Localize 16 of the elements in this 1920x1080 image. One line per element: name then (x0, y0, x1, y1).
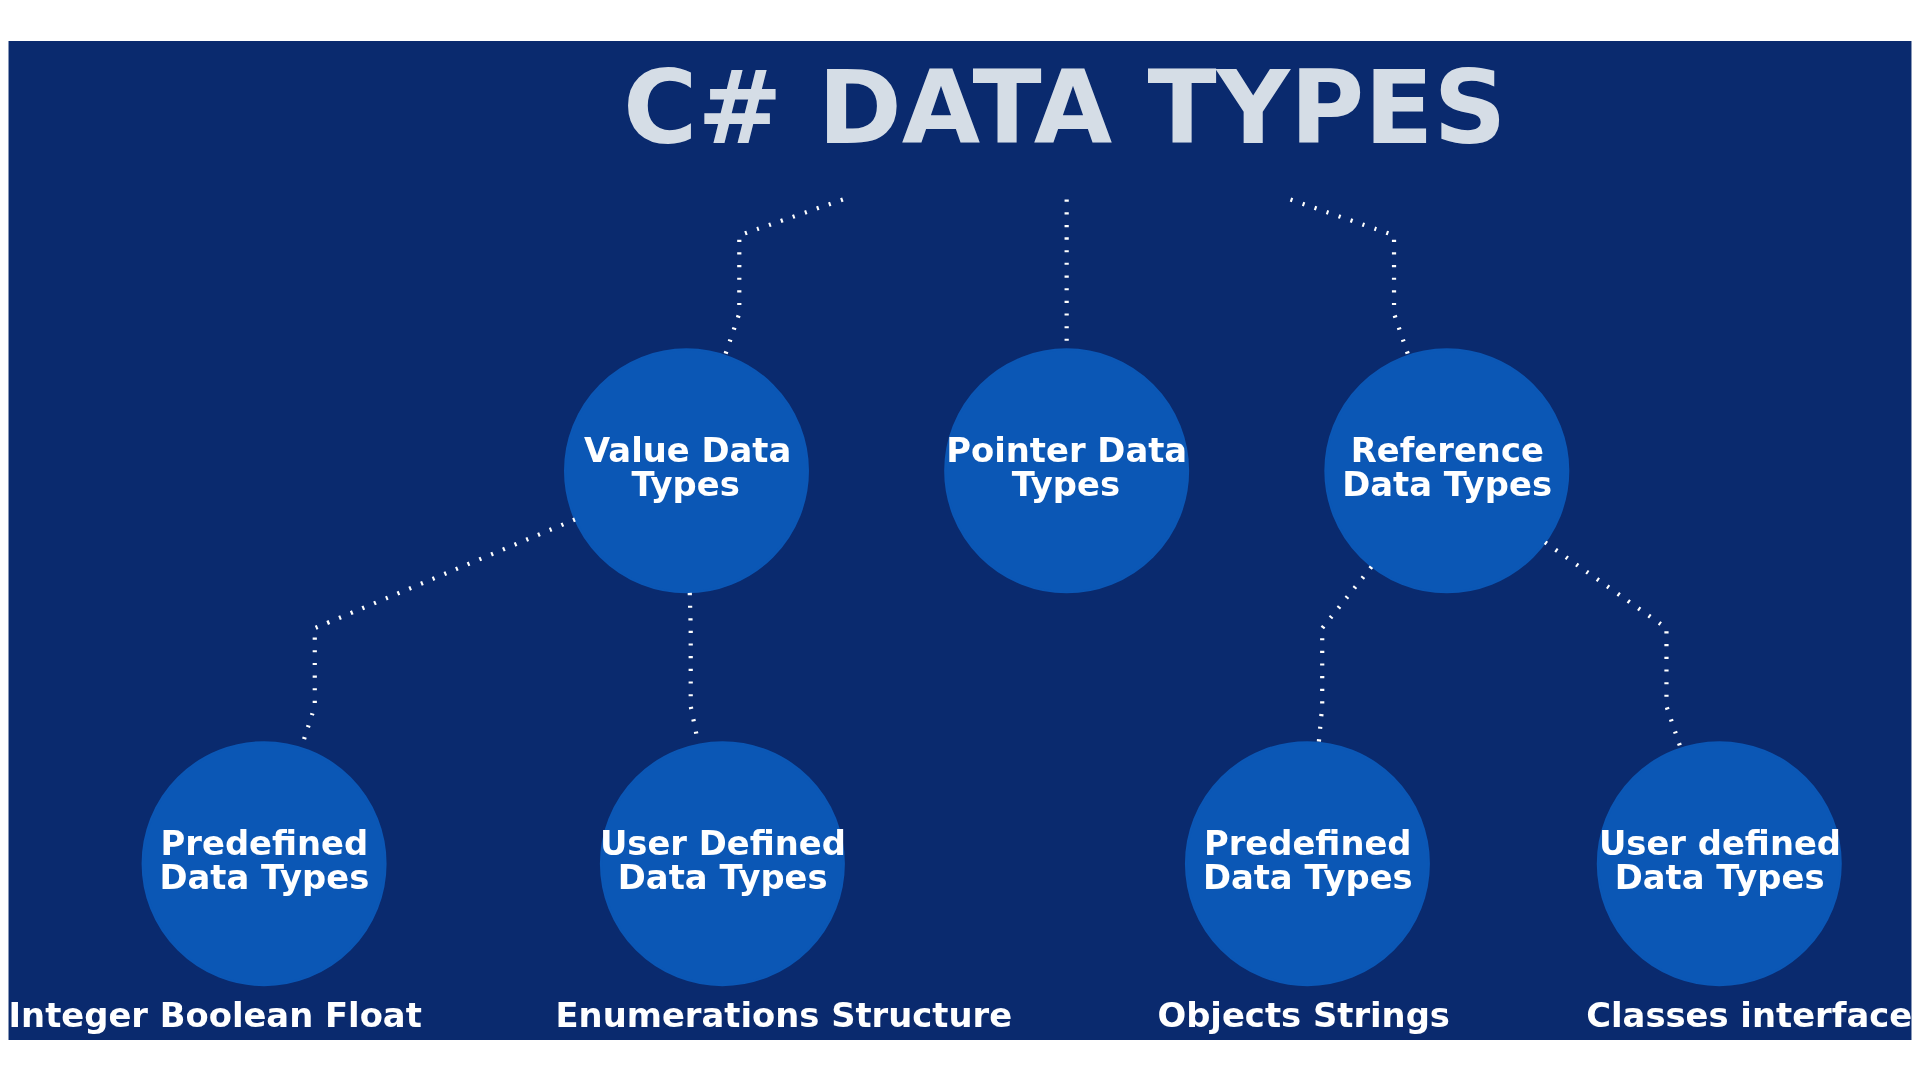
node-circle: Reference Data Types (1324, 347, 1570, 593)
node-circle: Predefined Data Types (141, 740, 387, 986)
connector (1543, 540, 1683, 749)
node-circle: User defined Data Types (1596, 740, 1842, 986)
node-label: Objects Strings (1157, 995, 1450, 1035)
node-text: C# DATA TYPES (623, 48, 1507, 167)
connector (723, 197, 844, 356)
node-circle: Predefined Data Types (1184, 740, 1430, 986)
node-circle: User Defined Data Types (599, 740, 845, 986)
node-label: Enumerations Structure (555, 995, 1013, 1035)
connector (1289, 197, 1411, 356)
connector (1316, 564, 1374, 742)
node-label: Classes interface (1586, 995, 1913, 1035)
node-circle: Value Data Types (564, 347, 809, 593)
node-circle: Pointer Data Types (944, 347, 1190, 593)
node-label: Integer Boolean Float (8, 995, 422, 1035)
